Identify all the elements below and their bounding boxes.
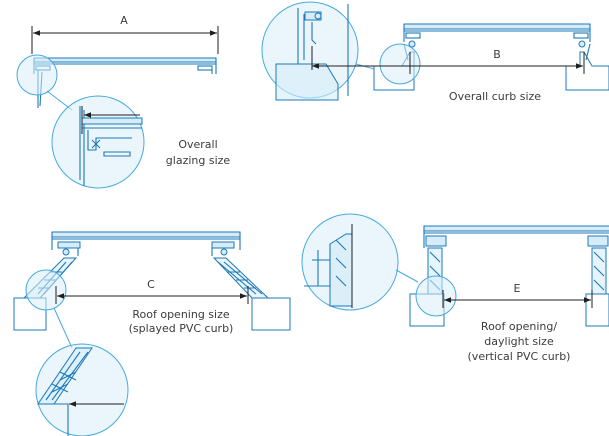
- label-a: A: [120, 14, 128, 27]
- detail-circle-large-c: [35, 343, 129, 436]
- label-roof-opening-vertical-line3: (vertical PVC curb): [468, 350, 571, 363]
- panel-c-splayed-curb: C Roof opening size (splayed PVC curb): [13, 231, 291, 436]
- detail-circle-large-e: [301, 213, 399, 311]
- glazing-panel-a: [33, 57, 217, 108]
- panel-b-curb-size: B Overall curb size: [261, 1, 609, 103]
- label-b: B: [493, 48, 501, 61]
- glazing-panel-b: [403, 23, 591, 48]
- leader-line-c: [53, 307, 73, 349]
- label-roof-opening-vertical-line1: Roof opening/: [481, 320, 557, 333]
- glazing-panel-e: [423, 225, 609, 248]
- panel-e-vertical-curb: E Roof opening/ daylight size (vertical …: [301, 213, 609, 363]
- label-roof-opening-vertical-line2: daylight size: [484, 335, 554, 348]
- panel-a-glazing-size: A Overall glazing size: [16, 14, 231, 189]
- label-roof-opening-splayed-line1: Roof opening size: [132, 308, 229, 321]
- label-overall-curb: Overall curb size: [449, 90, 541, 103]
- detail-circle-small-c: [25, 269, 67, 311]
- detail-circle-small-b: [379, 43, 421, 85]
- detail-circle-small-e: [415, 275, 457, 317]
- label-overall-glazing-line1: Overall: [178, 138, 217, 151]
- splayed-curb-right: [212, 257, 291, 331]
- label-overall-glazing-line2: glazing size: [166, 154, 231, 167]
- detail-circle-small-a: [16, 54, 58, 96]
- leader-line-e: [395, 269, 419, 283]
- detail-circle-large-b: [261, 1, 359, 101]
- vertical-curb-right: [585, 247, 609, 327]
- glazing-panel-c: [51, 231, 241, 256]
- label-c: C: [147, 278, 155, 291]
- curb-right-b: [565, 51, 609, 91]
- label-roof-opening-splayed-line2: (splayed PVC curb): [129, 322, 234, 335]
- label-e: E: [514, 282, 521, 295]
- detail-circle-large-a: [51, 95, 145, 189]
